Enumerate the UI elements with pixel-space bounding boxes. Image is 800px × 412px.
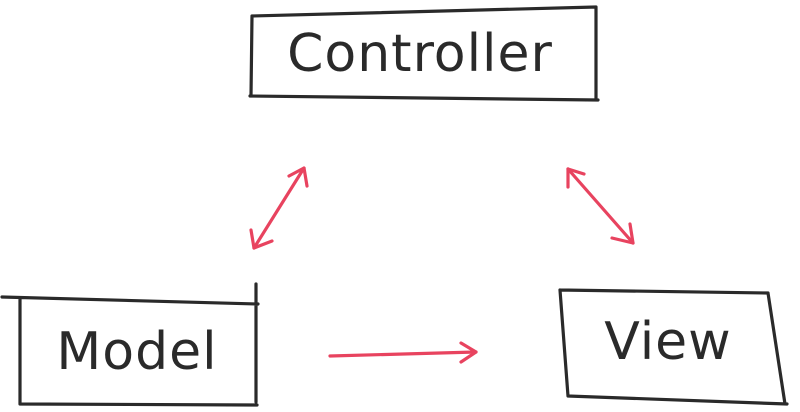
controller-box [248,5,600,102]
arrow-controller-model [249,166,309,250]
arrow-controller-view-head-bottom [610,222,635,245]
model-label: Model [56,322,217,382]
view-box [558,288,789,406]
arrow-controller-model-shaft [252,166,306,250]
arrow-model-view-head [459,341,478,364]
model-node: Model [0,282,260,407]
arrow-model-view [328,341,478,364]
arrow-controller-model-head-top [287,166,309,188]
model-box [0,282,260,407]
controller-label: Controller [287,24,553,84]
view-node: View [558,288,789,406]
view-label: View [604,312,731,372]
arrow-model-view-shaft [328,350,478,358]
arrow-controller-view [566,167,635,245]
arrow-controller-model-head-bottom [249,228,274,250]
arrow-controller-view-shaft [566,167,635,245]
arrow-controller-view-head-top [566,167,586,189]
controller-node: Controller [248,5,600,102]
